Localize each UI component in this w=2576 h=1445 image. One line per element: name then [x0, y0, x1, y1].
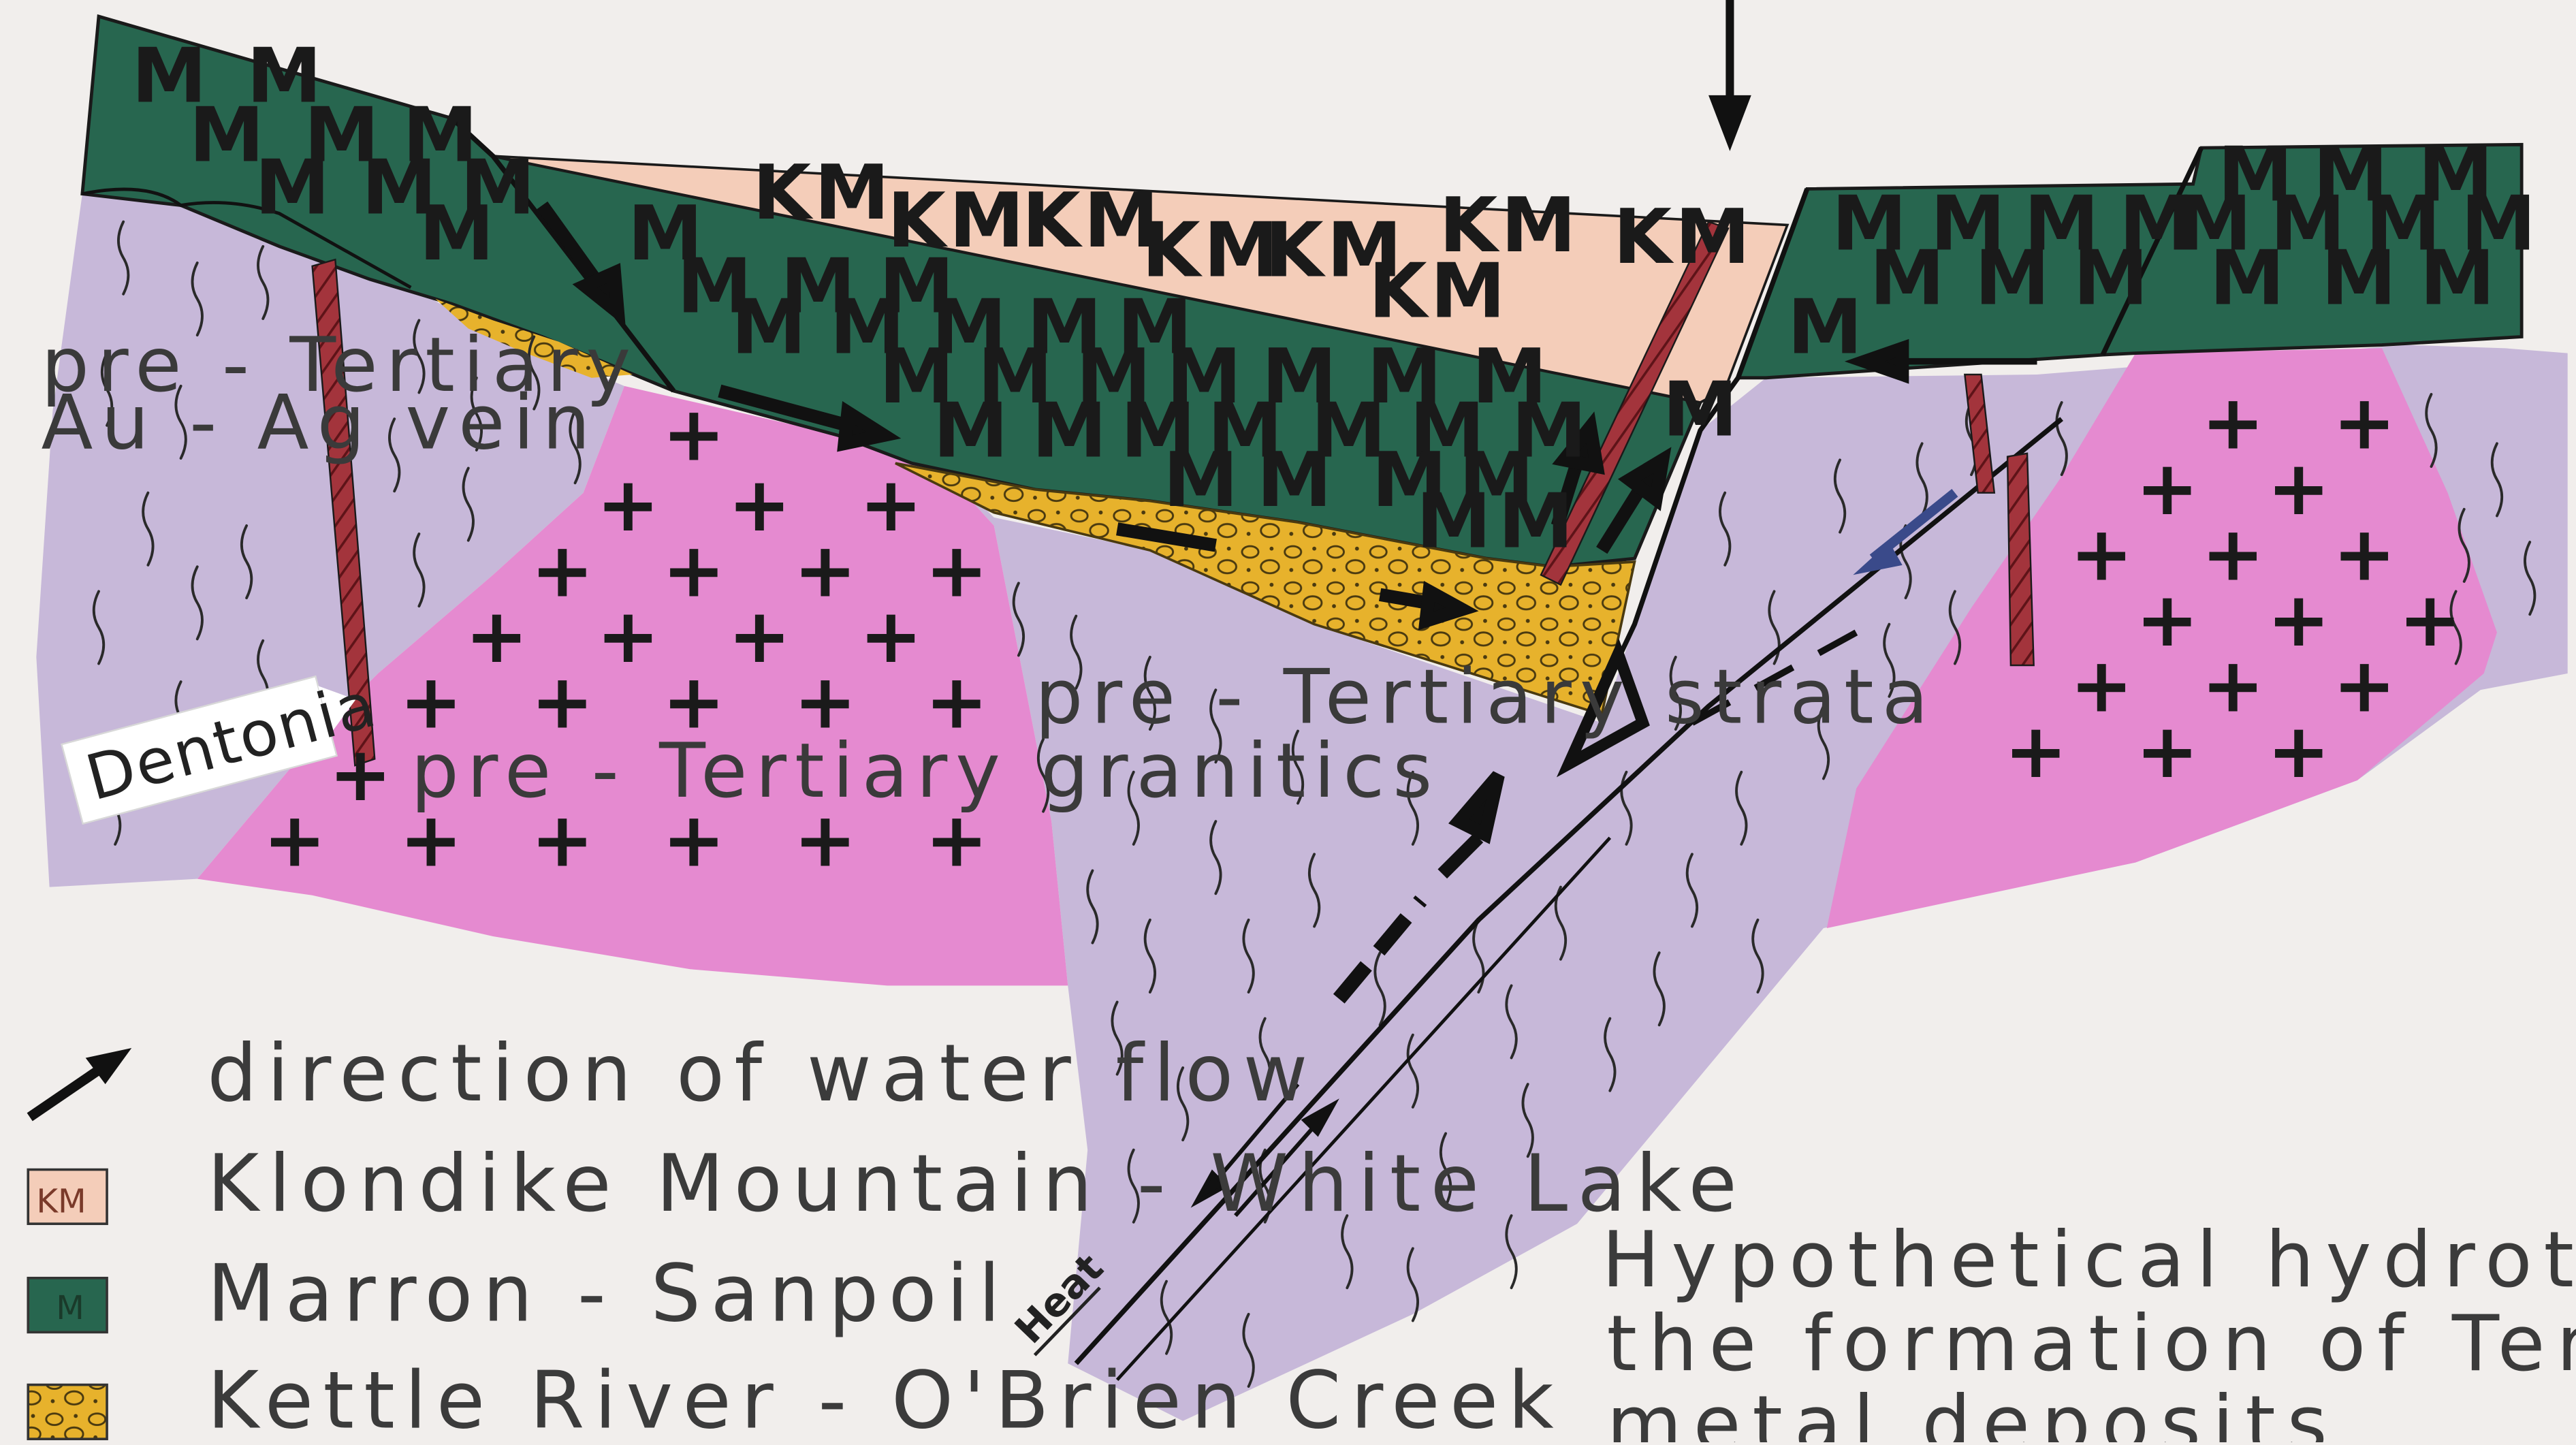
legend-item-marron: M Marron - Sanpoil: [28, 1248, 1010, 1339]
m-symbol: M: [189, 91, 264, 179]
klondike-swatch-label: KM: [36, 1182, 86, 1220]
m-symbol: M: [1163, 436, 1238, 524]
plus-symbol: +: [859, 592, 923, 680]
flow-arrow-icon: [30, 1068, 102, 1117]
caption-line2: the formation of Tertiary precious: [1606, 1299, 2576, 1388]
plus-symbol: +: [2201, 642, 2265, 730]
km-symbol: KM: [752, 149, 893, 237]
recharge-arrow: [1708, 0, 1751, 151]
plus-symbol: +: [2333, 379, 2396, 467]
legend-kettle-label: Kettle River - O'Brien Creek: [207, 1355, 1563, 1442]
m-symbol: M: [1663, 366, 1738, 454]
plus-symbol: +: [2070, 511, 2133, 599]
plus-symbol: +: [597, 461, 660, 549]
plus-symbol: +: [2135, 576, 2199, 664]
caption-line3: metal deposits: [1606, 1379, 2338, 1442]
m-symbol: M: [1975, 234, 2050, 322]
legend-item-kettle: Kettle River - O'Brien Creek: [28, 1355, 1563, 1442]
plus-symbol: +: [728, 461, 791, 549]
legend-marron-label: Marron - Sanpoil: [207, 1248, 1010, 1339]
km-symbol: KM: [1613, 193, 1753, 281]
plus-symbol: +: [2201, 379, 2265, 467]
plus-symbol: +: [793, 527, 857, 615]
caption-line1: Hypothetical hydrothermal system for: [1602, 1215, 2576, 1305]
plus-symbol: +: [2070, 642, 2133, 730]
plus-symbol: +: [2267, 445, 2330, 533]
plus-symbol: +: [859, 461, 923, 549]
plus-symbol: +: [2333, 642, 2396, 730]
m-symbol: M: [933, 387, 1008, 475]
plus-symbol: +: [2267, 708, 2330, 795]
m-symbol: M: [1257, 436, 1332, 524]
plus-symbol: +: [2135, 445, 2199, 533]
strata-label: pre - Tertiary strata: [1035, 653, 1937, 741]
legend-item-klondike: KM Klondike Mountain - White Lake: [28, 1139, 1747, 1230]
plus-symbol: +: [2201, 511, 2265, 599]
m-symbol: M: [2321, 234, 2396, 322]
m-symbol: M: [419, 190, 494, 278]
m-symbol: M: [1787, 284, 1862, 372]
plus-symbol: +: [2004, 708, 2067, 795]
vein-label-line2: Au - Ag vein: [42, 379, 599, 467]
m-symbol: M: [1498, 477, 1573, 565]
legend-item-flow: direction of water flow: [30, 1028, 1318, 1120]
plus-symbol: +: [2267, 576, 2330, 664]
plus-symbol: +: [662, 390, 725, 478]
m-symbol: M: [2420, 234, 2495, 322]
caption: Hypothetical hydrothermal system for the…: [1602, 1215, 2576, 1442]
marron-swatch-label: M: [56, 1289, 84, 1327]
legend-klondike-label: Klondike Mountain - White Lake: [207, 1139, 1747, 1230]
m-symbol: M: [1032, 387, 1107, 475]
plus-symbol: +: [2398, 576, 2462, 664]
plus-symbol: +: [728, 592, 791, 680]
m-symbol: M: [2073, 234, 2148, 322]
plus-symbol: +: [465, 592, 528, 680]
plus-symbol: +: [263, 796, 326, 884]
m-symbol: M: [731, 284, 806, 372]
plus-symbol: +: [662, 527, 725, 615]
plus-symbol: +: [925, 527, 988, 615]
m-symbol: M: [255, 144, 330, 232]
m-symbol: M: [1869, 234, 1944, 322]
m-symbol: M: [1416, 477, 1491, 565]
plus-symbol: +: [2135, 708, 2199, 795]
plus-symbol: +: [597, 592, 660, 680]
km-symbol: KM: [887, 177, 1028, 265]
km-symbol: KM: [1369, 248, 1509, 336]
plus-symbol: +: [2333, 511, 2396, 599]
plus-symbol: +: [530, 527, 594, 615]
km-symbol: KM: [1142, 206, 1282, 294]
legend-flow-label: direction of water flow: [207, 1028, 1318, 1120]
m-symbol: M: [2210, 234, 2285, 322]
kettle-swatch: [28, 1385, 107, 1440]
